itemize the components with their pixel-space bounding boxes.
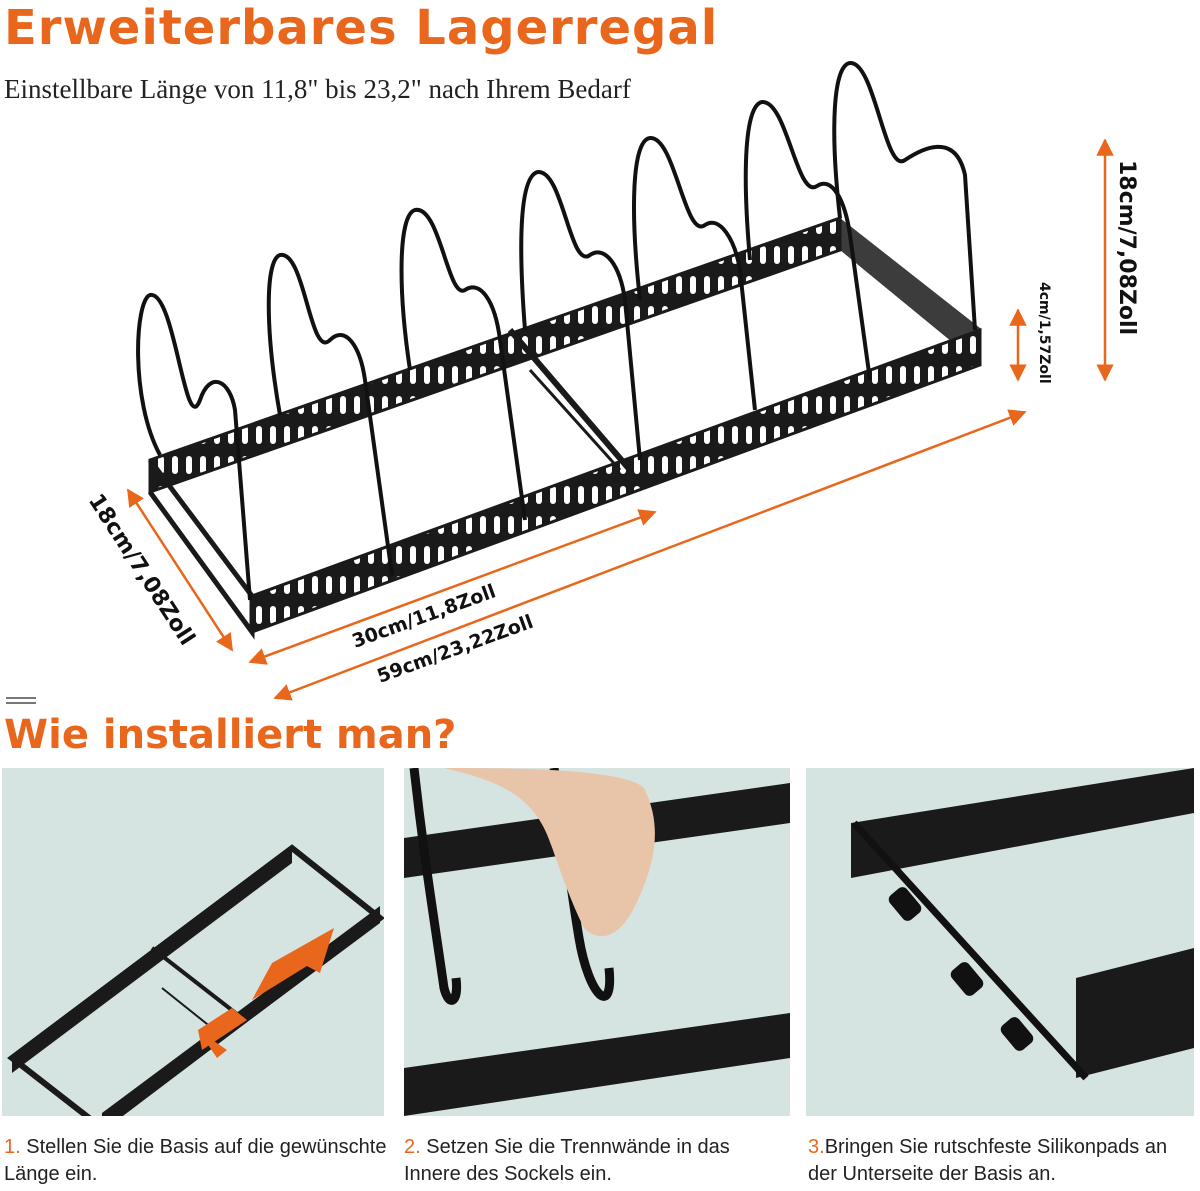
step-2-image [404, 768, 790, 1116]
page-subtitle: Einstellbare Länge von 11,8" bis 23,2" n… [4, 74, 631, 104]
step-3-image [806, 768, 1194, 1116]
wire-dividers [136, 61, 977, 601]
install-heading: Wie installiert man? [4, 712, 457, 758]
step-2-caption: 2. Setzen Sie die Trennwände in das Inne… [404, 1134, 789, 1188]
step-2-number: 2. [404, 1136, 421, 1158]
height-base-label: 4cm/1,57Zoll [1036, 282, 1052, 384]
page-title: Erweiterbares Lagerregal [4, 0, 719, 56]
step-1-number: 1. [4, 1136, 21, 1158]
menu-icon [6, 697, 36, 707]
step-1-caption: 1. Stellen Sie die Basis auf die gewünsc… [4, 1134, 389, 1188]
product-illustration: 18cm/7,08Zoll 4cm/1,57Zoll 18cm/7,08Zoll… [83, 61, 1139, 701]
step-1-text: Stellen Sie die Basis auf die gewünschte… [4, 1136, 387, 1185]
height-total-label: 18cm/7,08Zoll [1114, 160, 1139, 335]
step-3-text: Bringen Sie rutschfeste Silikonpads an d… [808, 1136, 1168, 1185]
double-arrow-icon [198, 928, 334, 1058]
step-1-image [2, 768, 384, 1116]
step-3-number: 3. [808, 1136, 825, 1158]
right-end-rail [840, 218, 980, 365]
step-3-caption: 3.Bringen Sie rutschfeste Silikonpads an… [808, 1134, 1193, 1188]
depth-label: 18cm/7,08Zoll [83, 490, 199, 650]
step-2-text: Setzen Sie die Trennwände in das Innere … [404, 1136, 730, 1185]
